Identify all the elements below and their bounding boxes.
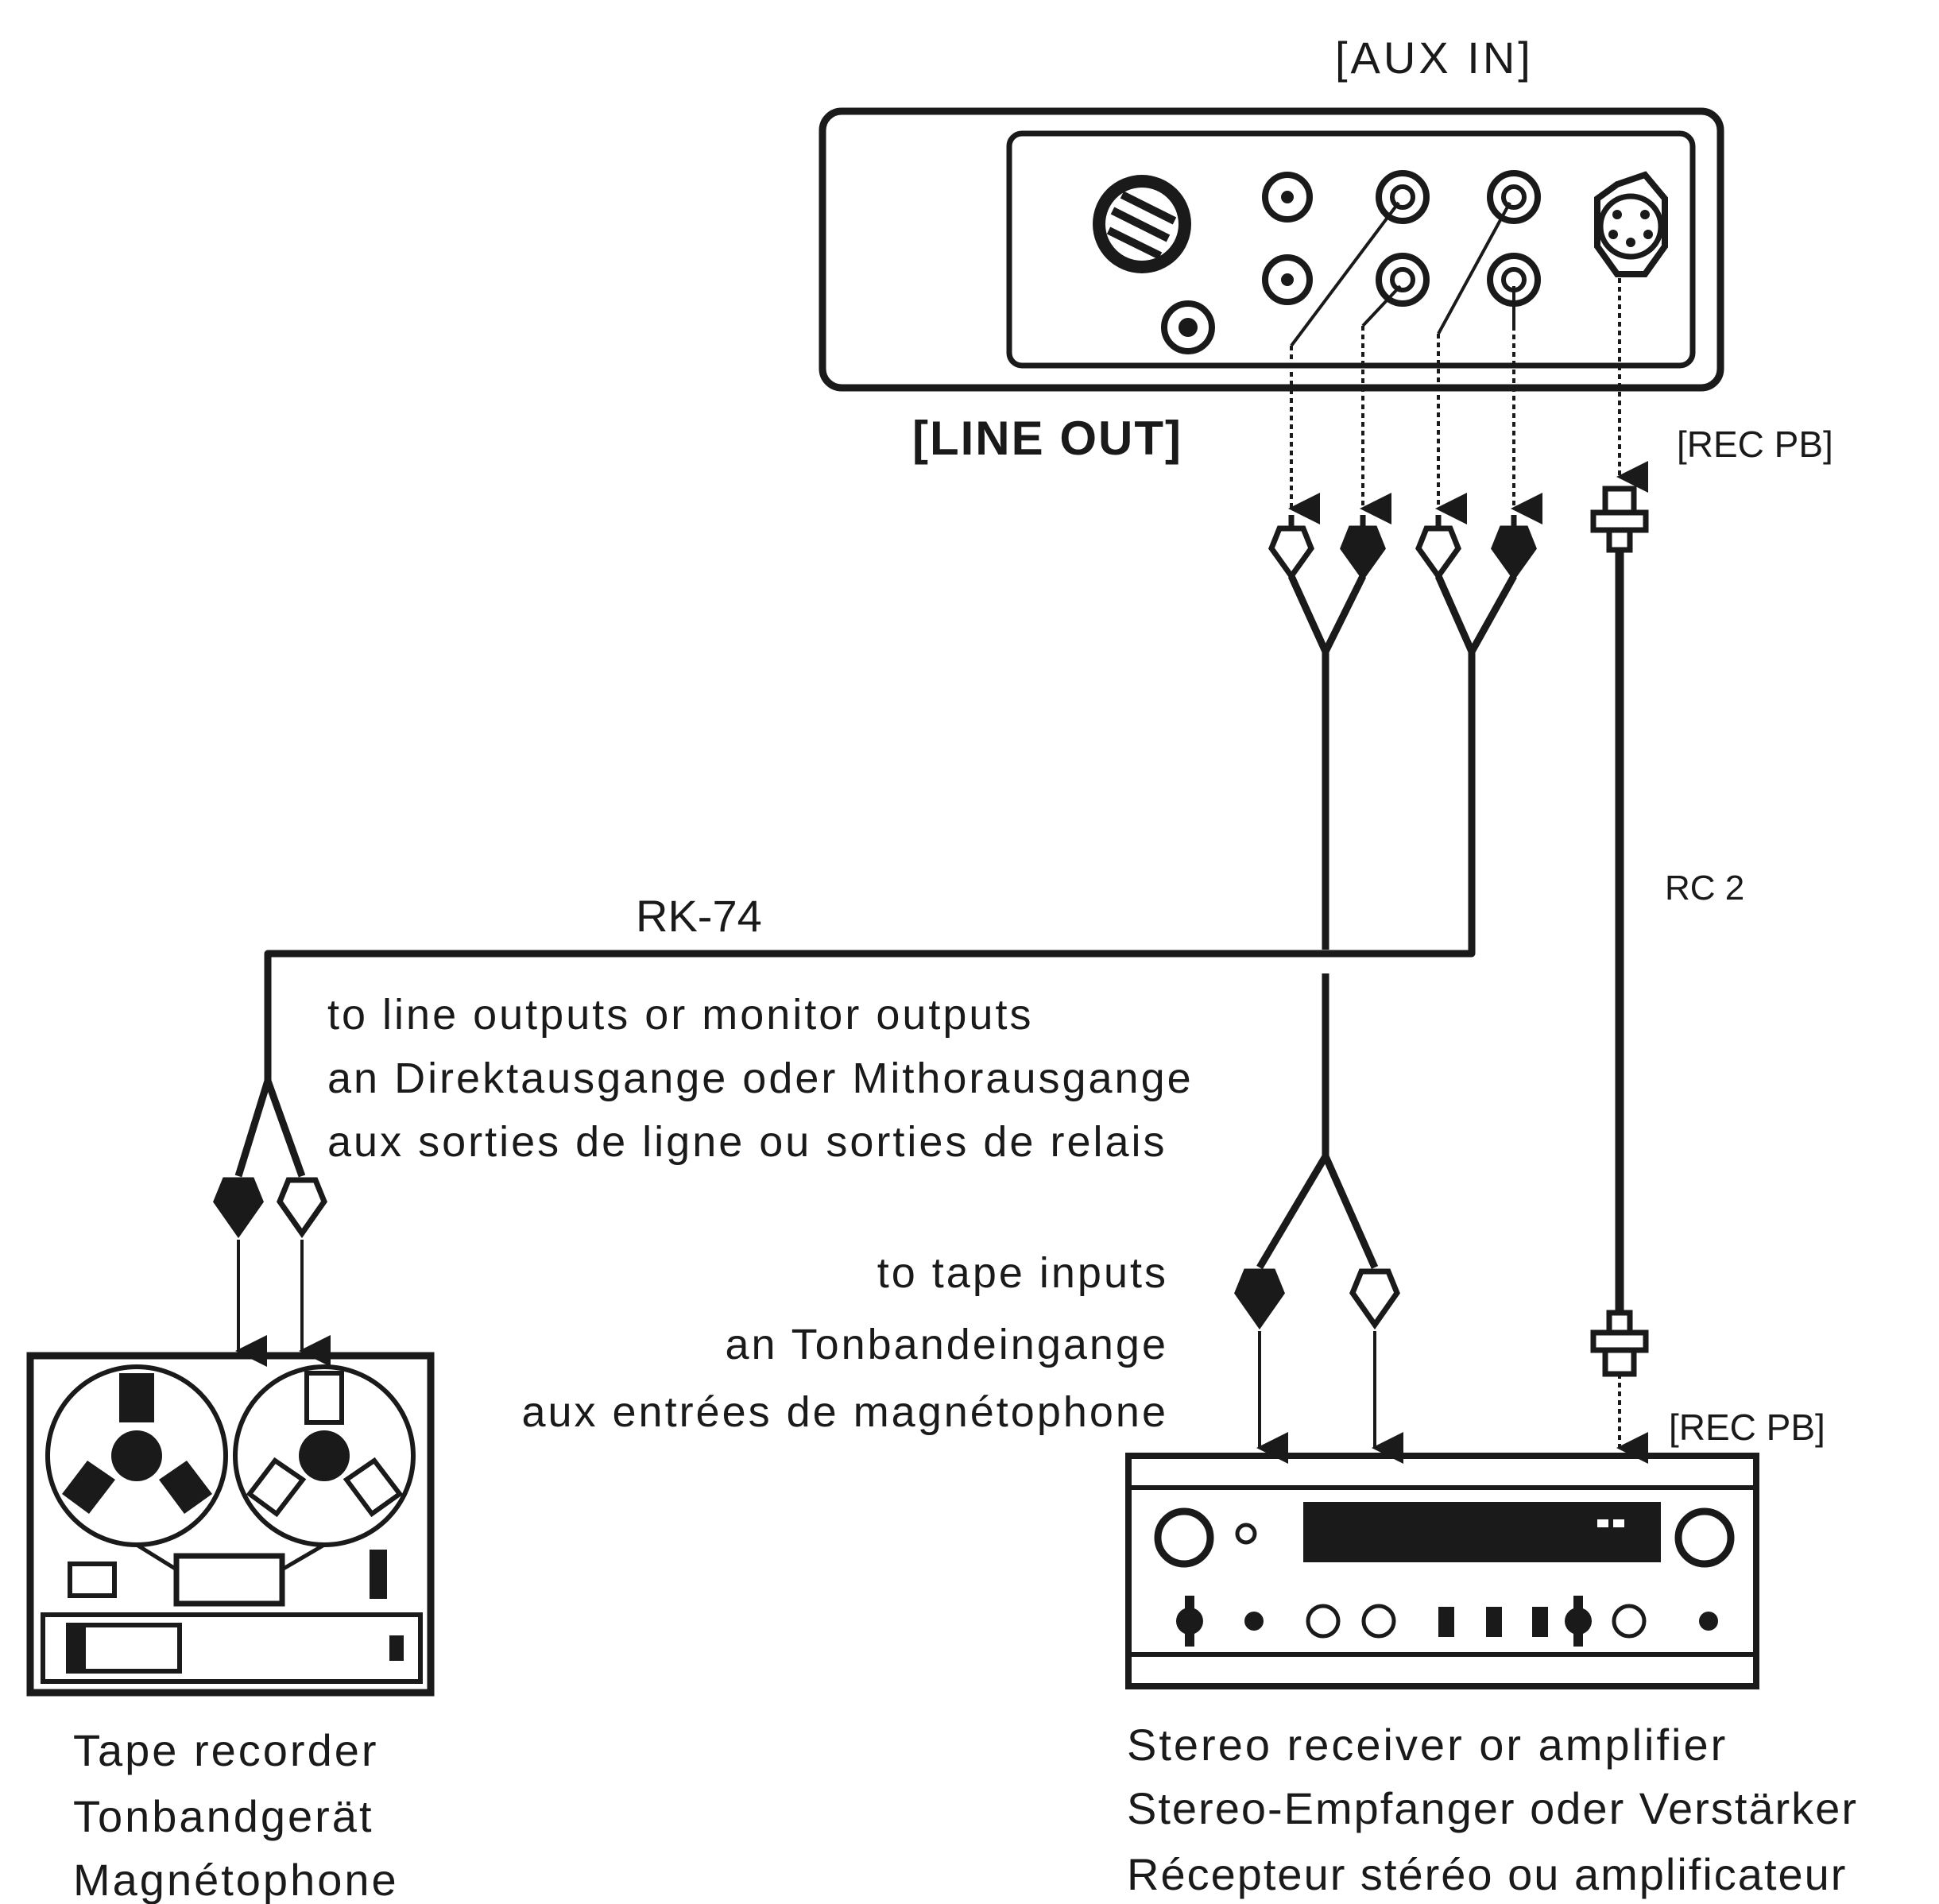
stereo-receiver-icon xyxy=(1125,1453,1759,1689)
receiver-rec-pb-label: [REC PB] xyxy=(1669,1407,1825,1448)
receiver-label-de: Stereo-Empfanger oder Verstärker xyxy=(1127,1783,1858,1833)
volume-knob-icon xyxy=(1674,1507,1735,1568)
tape-recorder-labels: Tape recorder Tonbandgerät Magnétophone xyxy=(73,1725,399,1904)
receiver-label-fr: Récepteur stéréo ou amplificateur xyxy=(1127,1849,1847,1899)
note-line-3: aux sorties de ligne ou sorties de relai… xyxy=(327,1118,1167,1166)
aux-in-2-left-jack xyxy=(1487,170,1541,224)
deck-arrows xyxy=(1288,278,1648,524)
rca-plug-black-icon xyxy=(213,1177,264,1239)
tuner-dial-display xyxy=(1303,1502,1661,1562)
din-rec-pb-socket-icon xyxy=(1594,171,1668,277)
aux-in-left-jack xyxy=(1376,170,1430,224)
tape-recorder-label-de: Tonbandgerät xyxy=(73,1791,374,1841)
rca-plug-black-icon xyxy=(1234,1268,1285,1330)
tape-recorder-arrows xyxy=(235,1240,331,1367)
din-plug-top-icon xyxy=(1590,486,1649,553)
rca-plug-black-icon xyxy=(1491,515,1537,582)
aux-in-label: [AUX IN] xyxy=(1335,33,1534,83)
ground-terminal-icon xyxy=(1161,300,1215,354)
line-outputs-note: to line outputs or monitor outputs an Di… xyxy=(327,991,1194,1166)
line-out-right-jack xyxy=(1262,254,1313,305)
note-line-1: to tape inputs xyxy=(877,1249,1168,1297)
rk74-label: RK-74 xyxy=(636,891,762,941)
tape-recorder-icon xyxy=(26,1352,435,1697)
receiver-labels: Stereo receiver or amplifier Stereo-Empf… xyxy=(1127,1720,1858,1899)
tape-recorder-plugs xyxy=(213,1177,327,1239)
rk74-top-plugs xyxy=(1268,515,1537,582)
receiver-plugs xyxy=(1234,1268,1400,1330)
receiver-label-en: Stereo receiver or amplifier xyxy=(1127,1720,1728,1770)
rca-plug-white-icon xyxy=(277,1177,327,1239)
din-plug-bottom-icon xyxy=(1590,1310,1649,1377)
rca-plug-white-icon xyxy=(1268,515,1314,582)
line-out-label: [LINE OUT] xyxy=(912,412,1182,465)
rca-plug-white-icon xyxy=(1349,1268,1400,1330)
rk74-cable xyxy=(234,574,1517,1270)
line-out-left-jack xyxy=(1262,172,1313,223)
rca-plug-white-icon xyxy=(1415,515,1461,582)
tape-inputs-note: to tape inputs an Tonbandeingange aux en… xyxy=(521,1249,1168,1436)
receiver-arrows xyxy=(1256,1331,1403,1464)
deck-jack-wires xyxy=(1290,201,1515,347)
rca-plug-black-icon xyxy=(1340,515,1386,582)
rec-pb-label: [REC PB] xyxy=(1677,424,1833,465)
note-line-3: aux entrées de magnétophone xyxy=(521,1388,1168,1436)
note-line-1: to line outputs or monitor outputs xyxy=(327,991,1033,1039)
cassette-deck-rear-panel xyxy=(819,107,1724,392)
rc2-cable xyxy=(1590,486,1649,1377)
note-line-2: an Tonbandeingange xyxy=(725,1321,1168,1368)
tuning-knob-icon xyxy=(1154,1507,1214,1568)
note-line-2: an Direktausgange oder Mithorausgange xyxy=(327,1055,1194,1102)
tape-recorder-label-fr: Magnétophone xyxy=(73,1855,399,1904)
rear-knob-icon xyxy=(1093,175,1191,273)
rc2-label: RC 2 xyxy=(1665,869,1744,907)
tape-recorder-label-en: Tape recorder xyxy=(73,1725,379,1775)
aux-in-right-jack xyxy=(1376,253,1430,307)
